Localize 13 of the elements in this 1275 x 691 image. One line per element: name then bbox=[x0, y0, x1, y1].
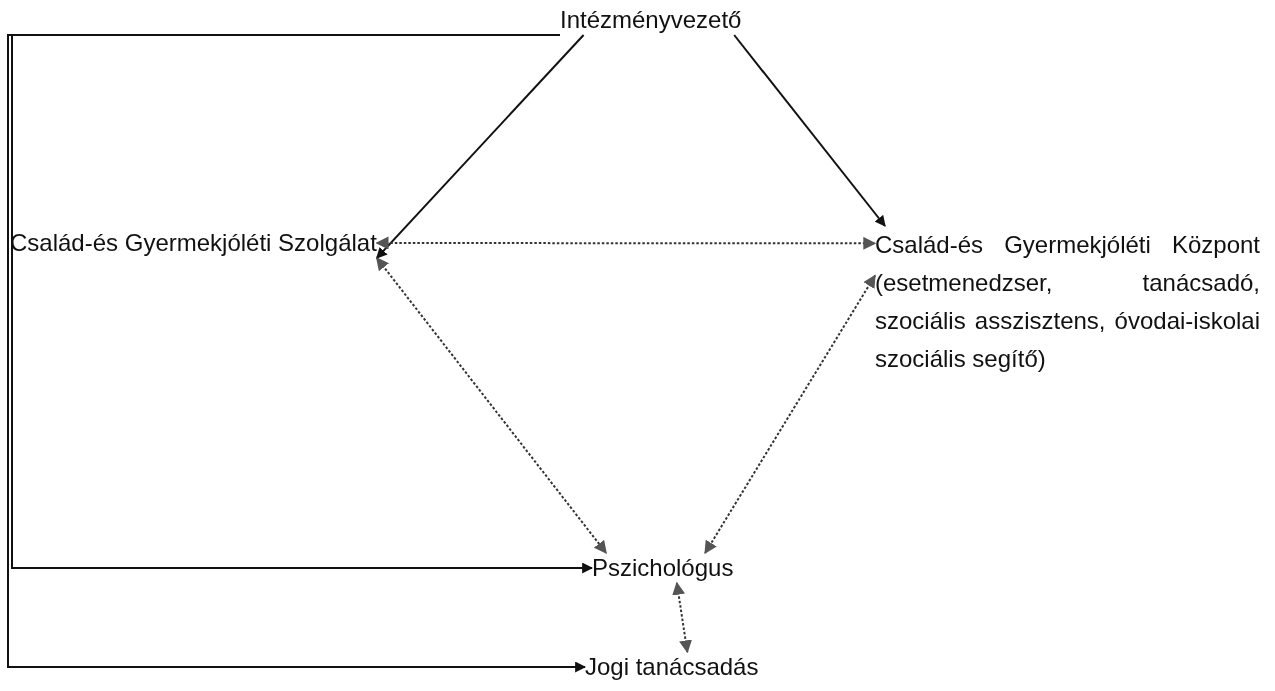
node-label: Intézményvezető bbox=[560, 5, 742, 35]
arrow bbox=[733, 34, 886, 227]
arrow bbox=[11, 34, 594, 574]
node-label: Jogi tanácsadás bbox=[585, 652, 759, 682]
dotted-arrow bbox=[375, 256, 608, 555]
dotted-arrow bbox=[672, 581, 692, 654]
dotted-arrow bbox=[375, 236, 877, 250]
arrow bbox=[375, 34, 585, 259]
dotted-arrow bbox=[704, 274, 876, 555]
node-label: Család-és Gyermekjóléti Szolgálat bbox=[10, 228, 377, 258]
arrow bbox=[7, 34, 587, 673]
node-label: Pszichológus bbox=[592, 553, 734, 583]
node-label: Család-és Gyermekjóléti Központ (esetmenedzser, tanácsadó, szociális asszisztens, óvodai-iskolai szociális segítő) bbox=[875, 226, 1260, 474]
